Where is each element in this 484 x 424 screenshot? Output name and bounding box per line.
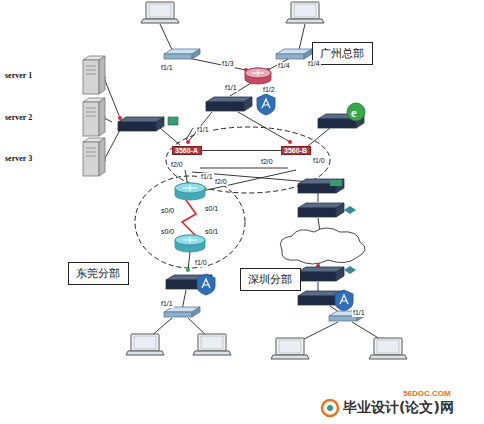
port-label: s0/1	[204, 205, 219, 213]
core-switch: 3560-B	[281, 146, 311, 155]
node-text: 3560-A	[175, 147, 199, 154]
node-text: 广州总部	[320, 46, 365, 61]
port-label: f1/2	[262, 86, 276, 94]
link-line	[202, 150, 281, 151]
svg-text:e: e	[351, 105, 357, 120]
port-label: f2/0	[214, 178, 228, 186]
server-name: server 3	[4, 155, 33, 164]
port-label: f1/1	[200, 173, 214, 181]
region-label: 广州总部	[312, 42, 373, 65]
port-label: f1/1	[352, 309, 366, 317]
region-label: 深圳分部	[240, 268, 301, 291]
node-text: 3560-B	[284, 147, 308, 154]
port-label: f1/3	[221, 60, 235, 68]
port-label: f2/0	[260, 158, 274, 166]
node-text: 东莞分部	[76, 266, 121, 281]
server-name: server 2	[4, 114, 33, 123]
port-label: f1/1	[196, 126, 210, 134]
port-label: f1/1	[160, 300, 174, 308]
region-label: 东莞分部	[68, 262, 129, 285]
port-label: f1/4	[307, 60, 321, 68]
port-label: f1/1	[224, 84, 238, 92]
port-label: f1/0	[312, 157, 326, 165]
port-label: s0/0	[160, 228, 175, 236]
watermark: 毕业设计(论文)网	[342, 400, 455, 415]
port-label: s0/0	[160, 207, 175, 215]
port-label: f1/4	[277, 62, 291, 70]
port-label: f2/0	[170, 161, 184, 169]
port-label: f1/1	[160, 64, 174, 72]
port-label: f1/0	[194, 259, 208, 267]
node-text: 深圳分部	[248, 272, 293, 287]
watermark: 56DOC.COM	[402, 390, 452, 399]
core-switch: 3560-A	[172, 146, 202, 155]
server-name: server 1	[4, 72, 33, 81]
port-label: s0/1	[204, 228, 219, 236]
